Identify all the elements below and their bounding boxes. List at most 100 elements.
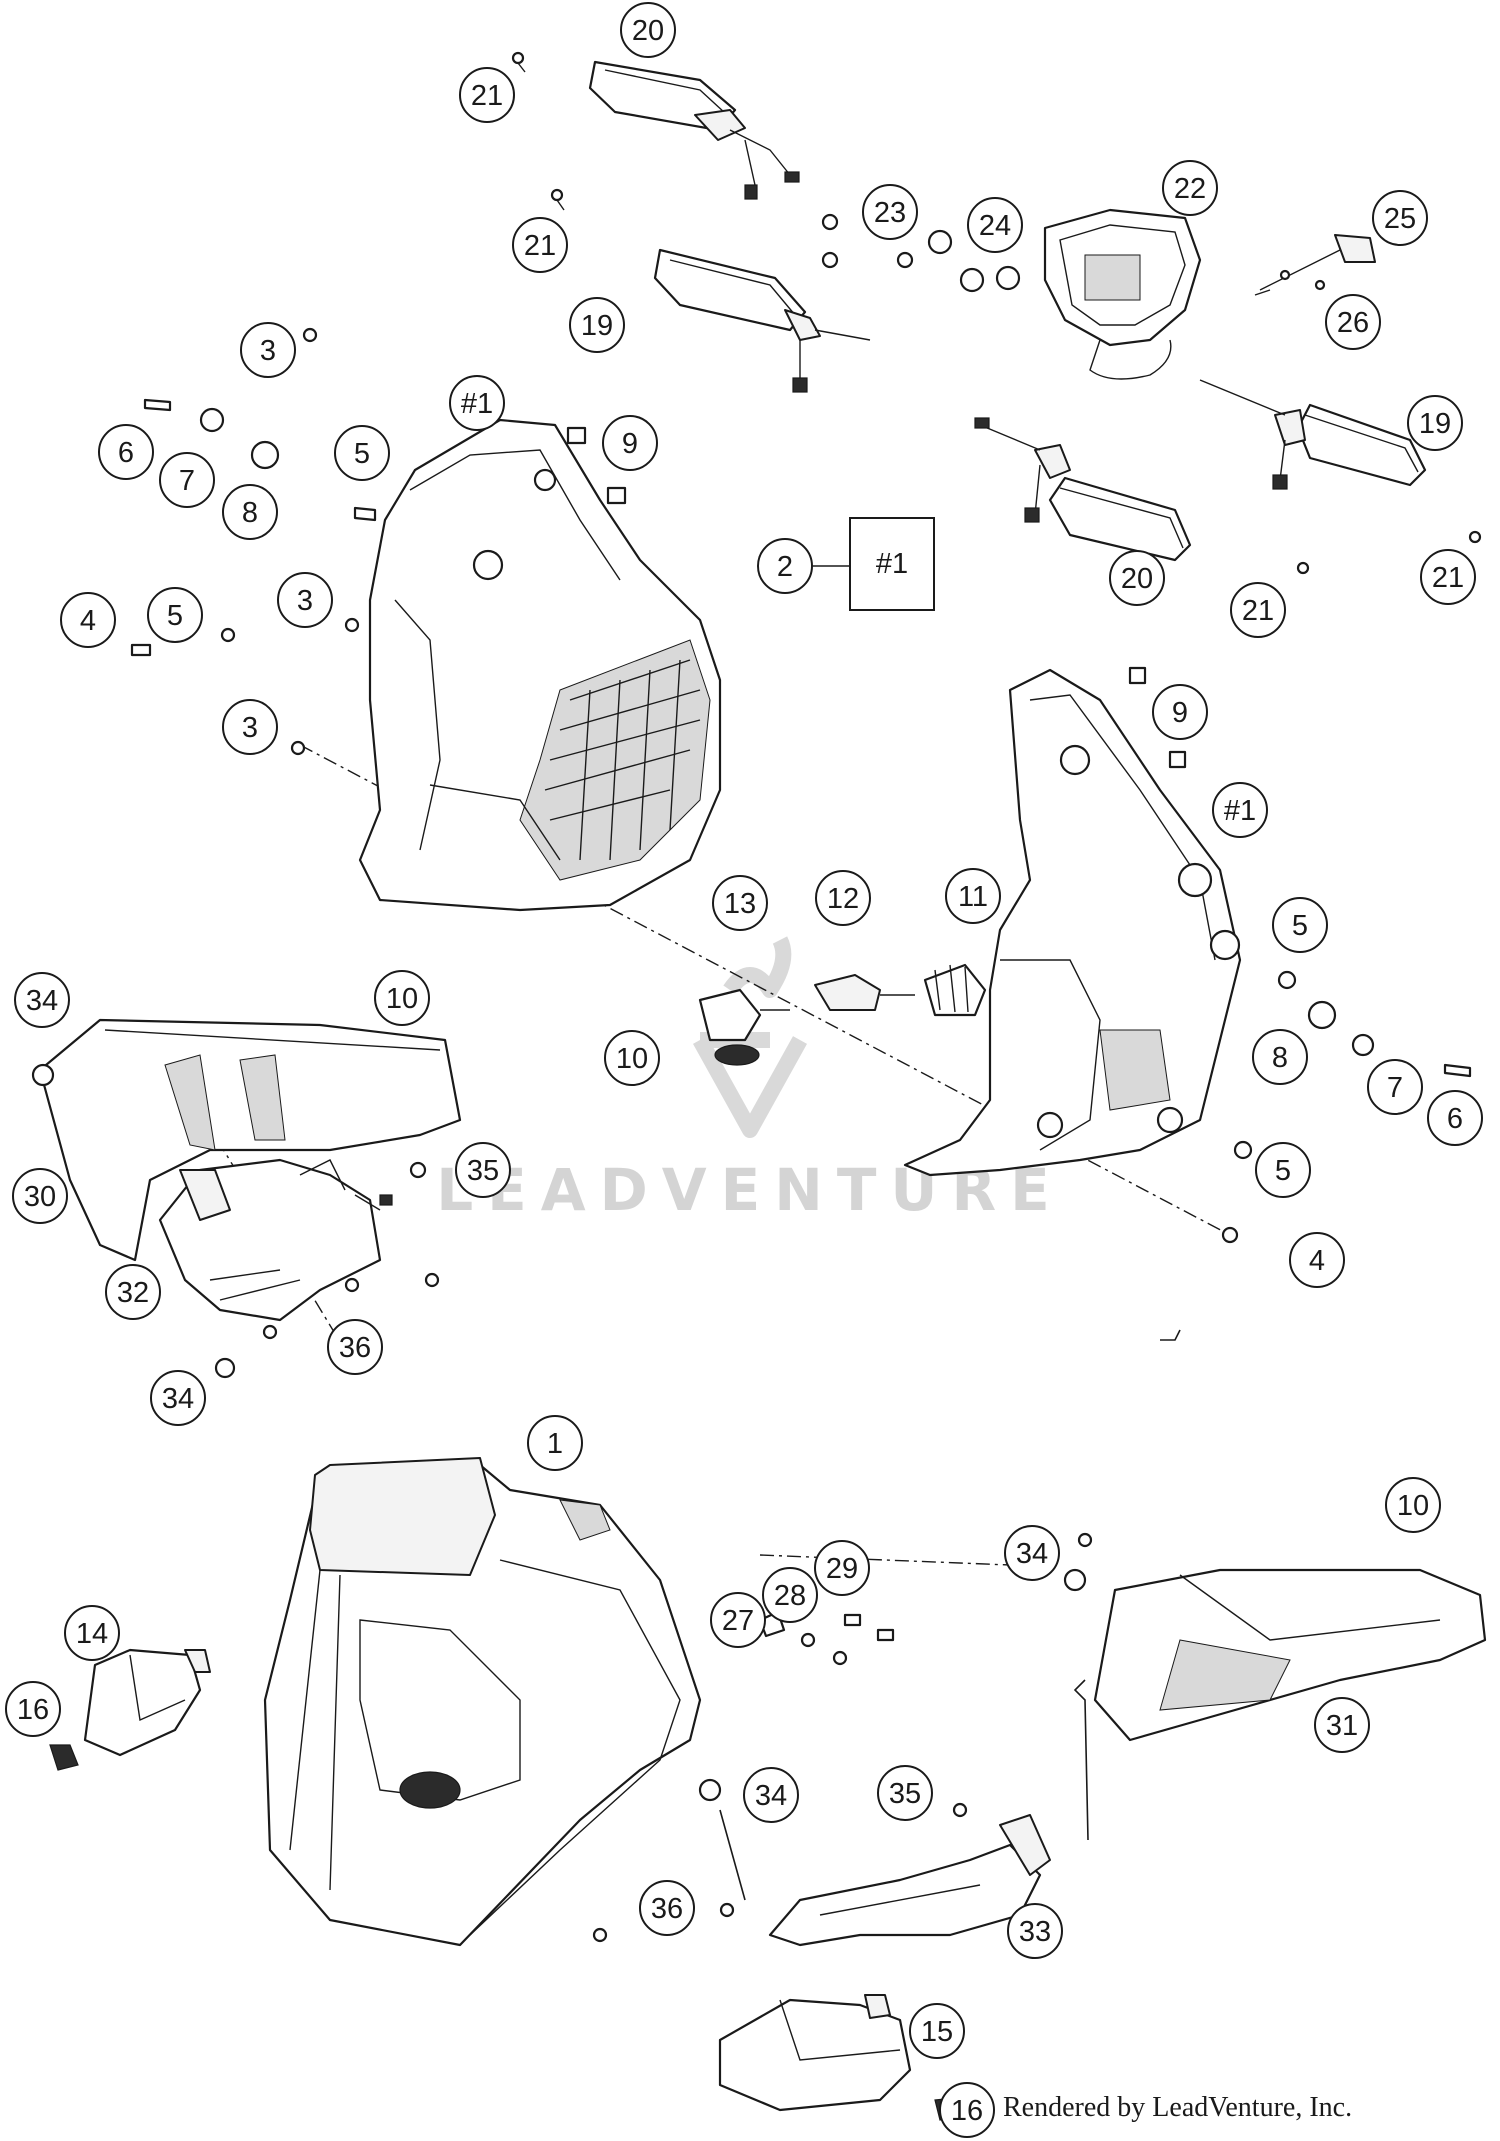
turn-signal-left-front xyxy=(653,248,871,393)
callout-number: 20 xyxy=(1121,563,1153,595)
callout-circle xyxy=(945,868,1001,924)
callout-20: 20 xyxy=(1109,550,1165,606)
callout-circle xyxy=(602,415,658,471)
side-cover-right xyxy=(1063,1568,1487,1742)
callout-33: 33 xyxy=(1007,1903,1063,1959)
callout-number: 7 xyxy=(179,465,195,497)
callout-24: 24 xyxy=(967,197,1023,253)
callout-21: 21 xyxy=(512,217,568,273)
callout-21: 21 xyxy=(1420,549,1476,605)
callout-35: 35 xyxy=(877,1765,933,1821)
callout-number: 1 xyxy=(547,1428,563,1460)
callout-circle xyxy=(569,297,625,353)
callout-34: 34 xyxy=(150,1370,206,1426)
callout-10: 10 xyxy=(1385,1477,1441,1533)
callout-circle xyxy=(5,1681,61,1737)
callout-circle xyxy=(512,217,568,273)
callout-number: 31 xyxy=(1326,1710,1358,1742)
callout-number: 25 xyxy=(1384,203,1416,235)
callout-21: 21 xyxy=(1230,582,1286,638)
callout-number: 8 xyxy=(242,497,258,529)
callout-26: 26 xyxy=(1325,294,1381,350)
callout-number: 32 xyxy=(117,1277,149,1309)
callout-number: 26 xyxy=(1337,307,1369,339)
callout-7: 7 xyxy=(1367,1059,1423,1115)
callout-number: 10 xyxy=(1397,1490,1429,1522)
assembly-box-label: #1 xyxy=(876,548,908,580)
callout-number: 11 xyxy=(958,881,988,913)
callout-hash-1: #1 xyxy=(449,375,505,431)
callout-5: 5 xyxy=(1272,897,1328,953)
callout-circle xyxy=(1109,550,1165,606)
side-cover-left xyxy=(31,1018,462,1262)
callout-35: 35 xyxy=(455,1142,511,1198)
callout-circle xyxy=(64,1605,120,1661)
assembly-reference: #1 xyxy=(849,517,935,611)
callout-circle xyxy=(762,1567,818,1623)
headlight-bracket-left xyxy=(358,418,722,912)
callout-9: 9 xyxy=(1152,684,1208,740)
callout-circle xyxy=(862,184,918,240)
callout-number: 4 xyxy=(80,605,96,637)
callout-3: 3 xyxy=(240,322,296,378)
callout-27: 27 xyxy=(710,1592,766,1648)
callout-circle xyxy=(1152,684,1208,740)
callout-circle xyxy=(1407,395,1463,451)
turn-signal-right-front xyxy=(974,417,1192,562)
callout-number: 35 xyxy=(889,1778,921,1810)
callout-number: 34 xyxy=(755,1780,787,1812)
callout-number: 5 xyxy=(1292,910,1308,942)
callout-number: 5 xyxy=(354,438,370,470)
callout-circle xyxy=(743,1767,799,1823)
callout-circle xyxy=(1212,782,1268,838)
callout-circle xyxy=(909,2003,965,2059)
headlight-bracket-right xyxy=(903,668,1242,1177)
callout-circle xyxy=(1007,1903,1063,1959)
callout-number: 24 xyxy=(979,210,1011,242)
callout-25: 25 xyxy=(1372,190,1428,246)
callout-number: 3 xyxy=(297,585,313,617)
callout-5: 5 xyxy=(147,587,203,643)
callout-36: 36 xyxy=(639,1880,695,1936)
callout-circle xyxy=(712,875,768,931)
render-credit: Rendered by LeadVenture, Inc. xyxy=(1003,2092,1353,2123)
callout-14: 14 xyxy=(64,1605,120,1661)
callout-number: 13 xyxy=(724,888,756,920)
turn-signal-right-rear xyxy=(1199,379,1427,490)
callout-number: 28 xyxy=(774,1580,806,1612)
callout-circle xyxy=(604,1030,660,1086)
callout-3: 3 xyxy=(222,699,278,755)
callout-number: 5 xyxy=(1275,1155,1291,1187)
callout-circle xyxy=(334,425,390,481)
callout-19: 19 xyxy=(569,297,625,353)
callout-number: 19 xyxy=(581,310,613,342)
callout-circle xyxy=(1230,582,1286,638)
small-hardware-left xyxy=(262,1161,440,1340)
callout-circle xyxy=(1255,1142,1311,1198)
callout-8: 8 xyxy=(1252,1029,1308,1085)
callout-circle xyxy=(1427,1090,1483,1146)
position-light-left xyxy=(49,1648,211,1771)
callout-circle xyxy=(222,699,278,755)
callout-29: 29 xyxy=(814,1540,870,1596)
callout-number: 7 xyxy=(1387,1072,1403,1104)
headlight-mask xyxy=(263,1457,702,1947)
callout-6: 6 xyxy=(98,424,154,480)
callout-number: 15 xyxy=(921,2016,953,2048)
rear-light-unit xyxy=(1043,208,1202,380)
callout-circle xyxy=(1289,1232,1345,1288)
callout-number: 10 xyxy=(386,983,418,1015)
callout-number: 34 xyxy=(162,1383,194,1415)
callout-circle xyxy=(1372,190,1428,246)
callout-34: 34 xyxy=(743,1767,799,1823)
callout-number: 21 xyxy=(1432,562,1464,594)
callout-circle xyxy=(1272,897,1328,953)
callout-10: 10 xyxy=(374,970,430,1026)
callout-circle xyxy=(877,1765,933,1821)
callout-16: 16 xyxy=(939,2082,995,2138)
callout-4: 4 xyxy=(60,592,116,648)
callout-circle xyxy=(620,2,676,58)
callout-22: 22 xyxy=(1162,160,1218,216)
callout-circle xyxy=(815,870,871,926)
